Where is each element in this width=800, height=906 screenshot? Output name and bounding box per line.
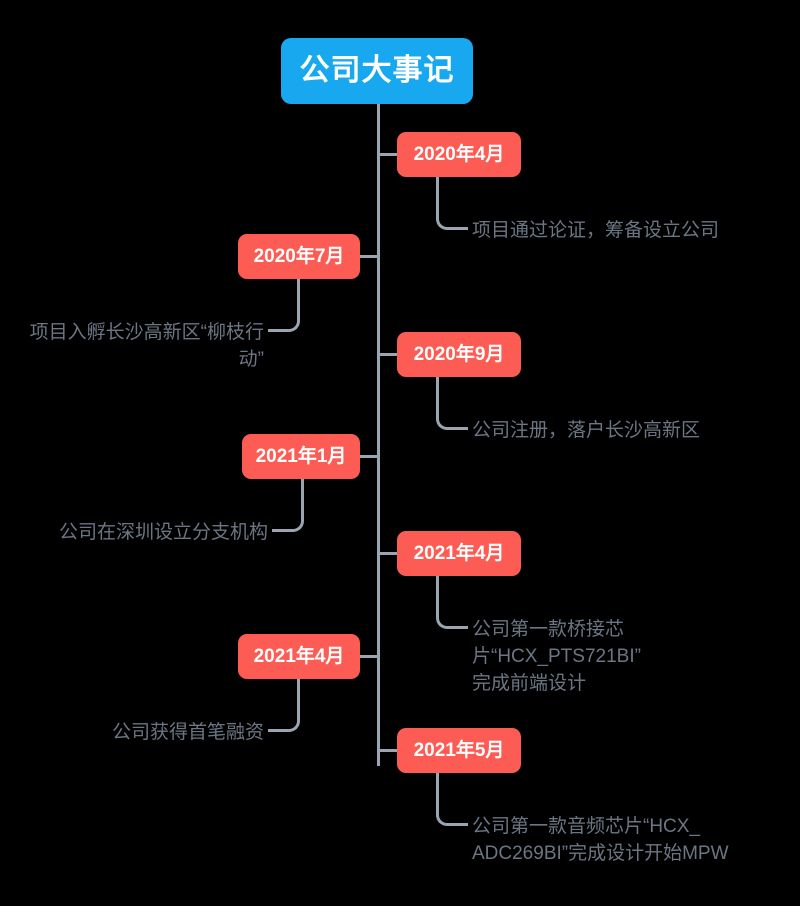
date-node-6[interactable]: 2021年4月 — [238, 634, 360, 679]
event-description-2: 项目入孵长沙高新区“柳枝行动” — [29, 322, 264, 370]
date-node-label-1: 2020年4月 — [413, 144, 505, 165]
branch-stub-7 — [377, 749, 399, 752]
event-description-5: 公司第一款桥接芯片“HCX_PTS721BI” 完成前端设计 — [472, 619, 641, 694]
timeline-trunk-line — [377, 104, 380, 766]
date-node-label-7: 2021年5月 — [413, 740, 505, 761]
date-node-5[interactable]: 2021年4月 — [397, 531, 521, 576]
date-node-label-6: 2021年4月 — [253, 646, 345, 667]
elbow-connector-1 — [436, 177, 468, 230]
date-node-2[interactable]: 2020年7月 — [238, 234, 360, 279]
elbow-connector-3 — [436, 377, 468, 430]
branch-stub-1 — [377, 153, 399, 156]
event-description-6: 公司获得首笔融资 — [111, 722, 264, 743]
branch-stub-5 — [377, 552, 399, 555]
date-node-1[interactable]: 2020年4月 — [397, 132, 521, 177]
root-title-node[interactable]: 公司大事记 — [281, 38, 473, 104]
event-description-4: 公司在深圳设立分支机构 — [58, 522, 268, 543]
elbow-connector-7 — [436, 773, 468, 826]
event-description-7: 公司第一款音频芯片“HCX_ ADC269BI”完成设计开始MPW — [472, 816, 729, 864]
date-node-3[interactable]: 2020年9月 — [397, 332, 521, 377]
date-node-label-4: 2021年1月 — [255, 446, 347, 467]
elbow-connector-6 — [268, 679, 300, 732]
branch-stub-6 — [359, 655, 380, 658]
date-node-label-5: 2021年4月 — [413, 543, 505, 564]
date-node-7[interactable]: 2021年5月 — [397, 728, 521, 773]
branch-stub-4 — [359, 455, 380, 458]
event-description-3: 公司注册，落户长沙高新区 — [472, 420, 701, 441]
event-description-1: 项目通过论证，筹备设立公司 — [472, 220, 720, 241]
branch-stub-3 — [377, 353, 399, 356]
date-node-label-3: 2020年9月 — [413, 344, 505, 365]
elbow-connector-5 — [436, 576, 468, 629]
date-node-label-2: 2020年7月 — [253, 246, 345, 267]
date-node-4[interactable]: 2021年1月 — [242, 434, 360, 479]
elbow-connector-2 — [268, 279, 300, 332]
elbow-connector-4 — [272, 479, 304, 532]
page-title: 公司大事记 — [299, 54, 455, 87]
branch-stub-2 — [359, 255, 380, 258]
